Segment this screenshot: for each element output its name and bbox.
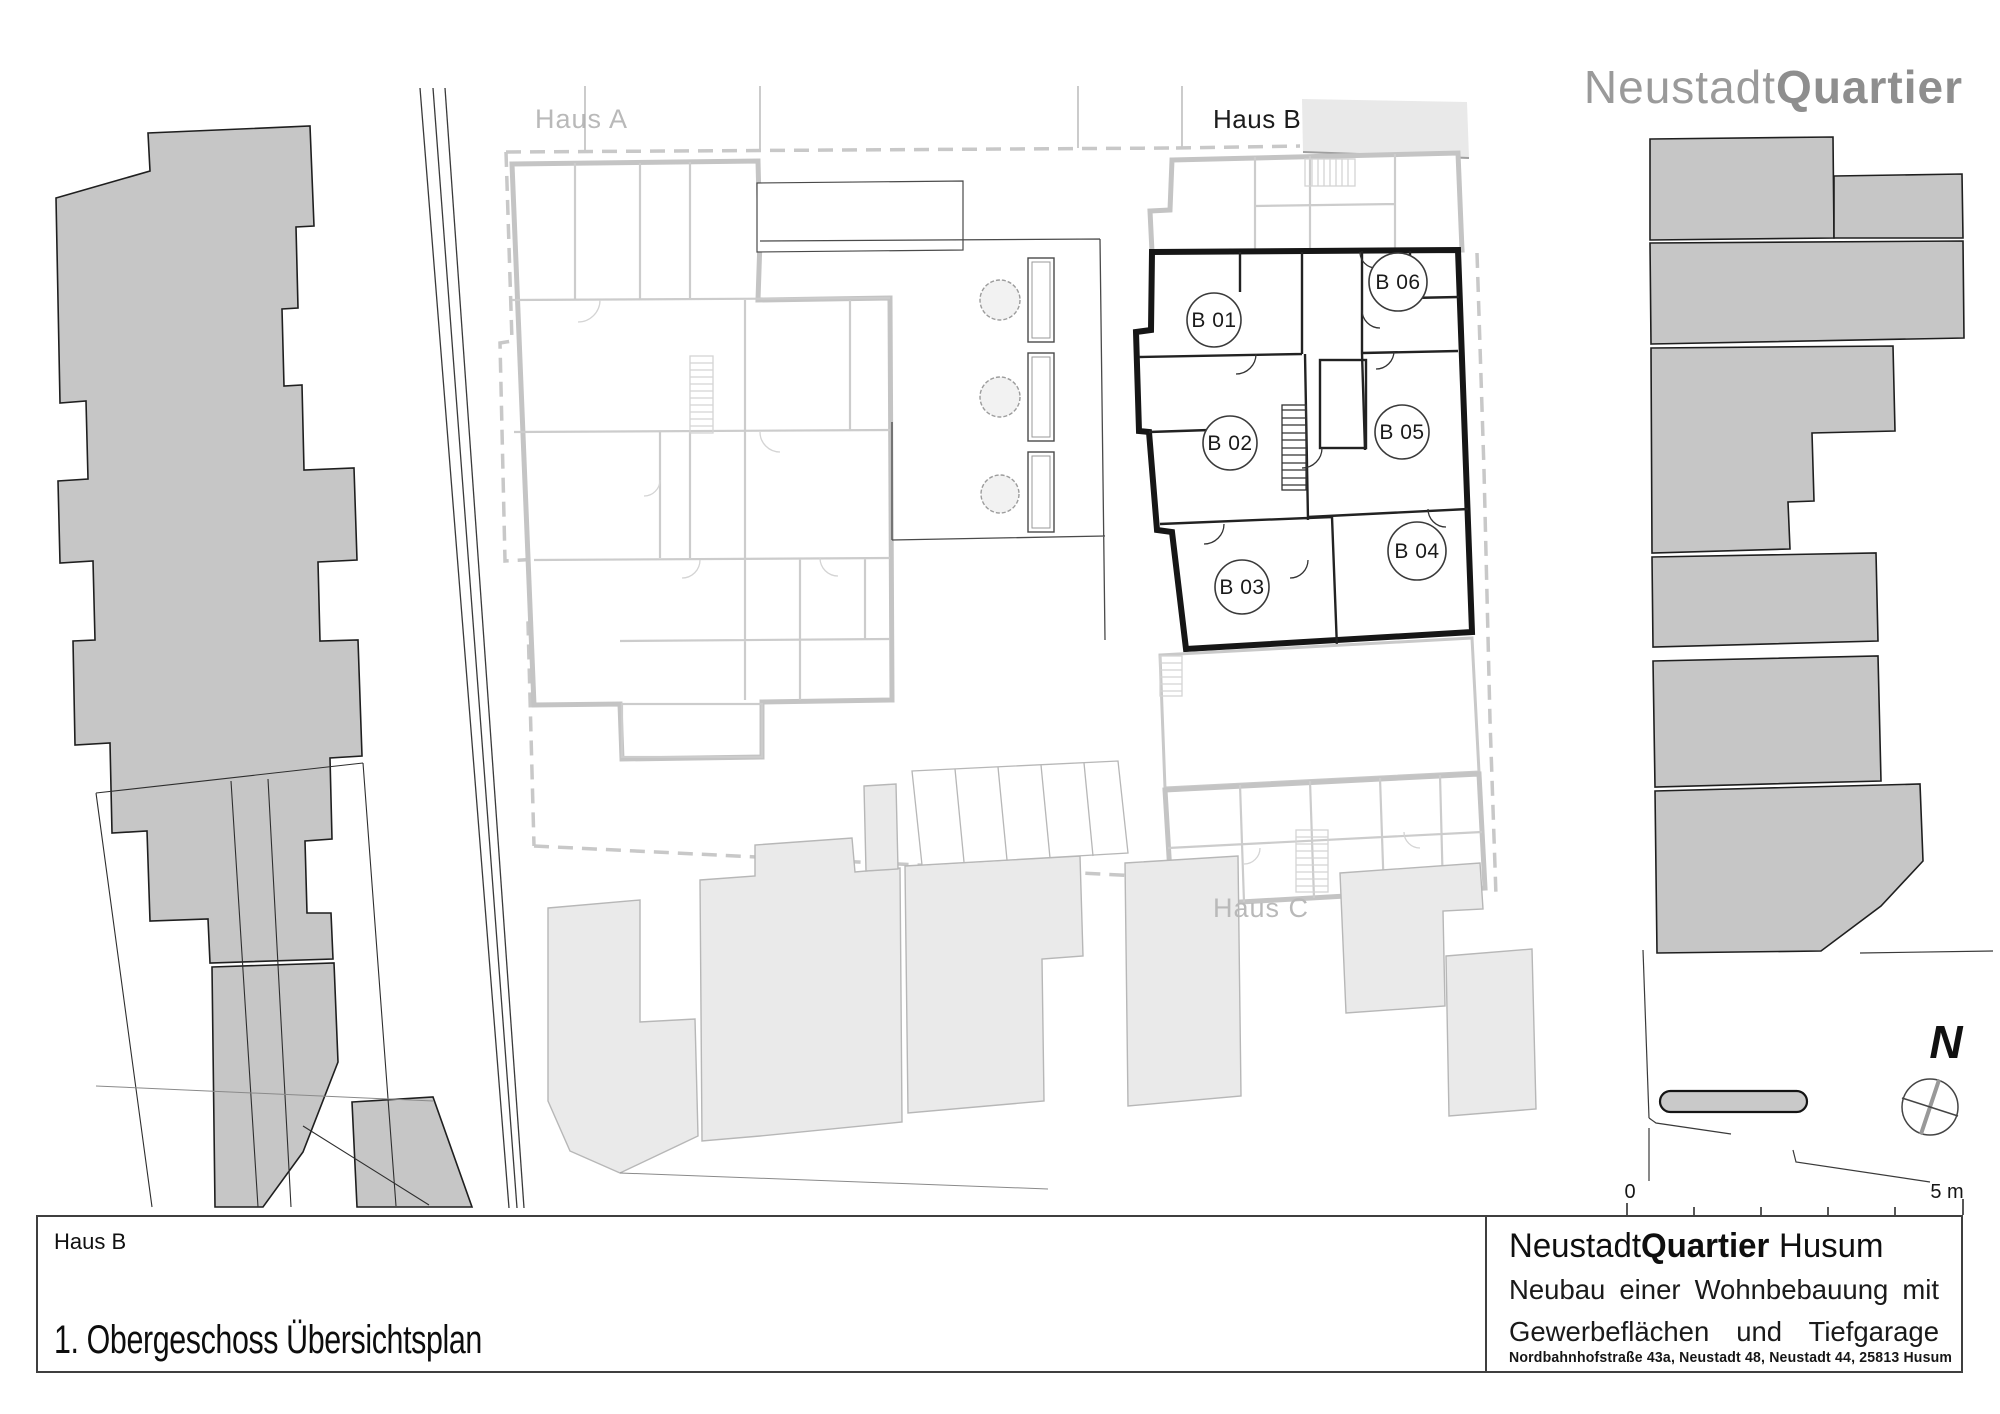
logo-part-regular: Neustadt	[1583, 61, 1777, 113]
title-house: Haus B	[54, 1229, 127, 1254]
unit-badge-b05: B 05	[1374, 404, 1430, 460]
haus-c-area	[95, 760, 1537, 1190]
unit-label: B 04	[1394, 540, 1439, 563]
courtyard-block	[756, 180, 964, 253]
compass-icon	[1901, 1078, 1959, 1136]
unit-badge-b03: B 03	[1214, 559, 1270, 615]
unit-badge-b06: B 06	[1368, 252, 1428, 312]
planters	[1027, 257, 1055, 533]
street-lines	[419, 87, 525, 1209]
north-label: N	[1929, 1016, 1963, 1068]
survey-lines-right	[1642, 949, 1994, 1183]
north-arrow: N	[1901, 1016, 1963, 1136]
haus-b-upper-strip	[1147, 99, 1470, 255]
project-address: Nordbahnhofstraße 43a, Neustadt 48, Neus…	[1509, 1349, 1953, 1366]
haus-a-stair	[689, 355, 714, 434]
unit-label: B 05	[1379, 421, 1424, 444]
unit-badge-b04: B 04	[1387, 521, 1447, 581]
unit-label: B 03	[1219, 576, 1264, 599]
unit-label: B 06	[1375, 271, 1420, 294]
logo-part-bold: Quartier	[1776, 61, 1963, 113]
unit-badges: B 01 B 02 B 03 B 04 B 05 B 06	[1186, 252, 1447, 615]
haus-a-balcony	[620, 702, 764, 759]
scale-zero: 0	[1624, 1181, 1635, 1203]
label-haus-b: Haus B	[1213, 104, 1301, 134]
title-block-left: Haus B 1. Obergeschoss Übersichtsplan	[38, 1217, 1487, 1371]
project-logo: NeustadtQuartier	[1584, 60, 1963, 114]
haus-b-core	[1318, 358, 1368, 450]
tree-icon	[980, 474, 1020, 514]
scale-max: 5 m	[1930, 1181, 1963, 1203]
label-haus-a: Haus A	[535, 104, 628, 134]
drawing-title: 1. Obergeschoss Übersichtsplan	[54, 1318, 482, 1362]
courtyard	[756, 180, 1106, 641]
scale-bar: 0 5 m	[1624, 1181, 1964, 1215]
project-subtitle-line1: Neubau einer Wohnbebauung mit	[1509, 1274, 1939, 1305]
unit-badge-b02: B 02	[1202, 415, 1258, 471]
tree-icon	[979, 279, 1021, 321]
project-subtitle-line2: Gewerbeflächen und Tiefgarage	[1509, 1315, 1939, 1347]
label-haus-c: Haus C	[1213, 893, 1309, 923]
unit-label: B 02	[1207, 432, 1252, 455]
neighbor-buildings-right	[1649, 136, 1965, 954]
tree-icon	[979, 376, 1021, 418]
site-entrance-bar	[1658, 1089, 1809, 1114]
parcel-stub-lines	[584, 86, 1183, 150]
neighbor-buildings-left	[55, 125, 474, 1208]
unit-label: B 01	[1191, 309, 1236, 332]
unit-badge-b01: B 01	[1186, 292, 1242, 348]
title-block: Haus B 1. Obergeschoss Übersichtsplan Ne…	[36, 1215, 1963, 1373]
parking-stalls	[911, 760, 1129, 866]
